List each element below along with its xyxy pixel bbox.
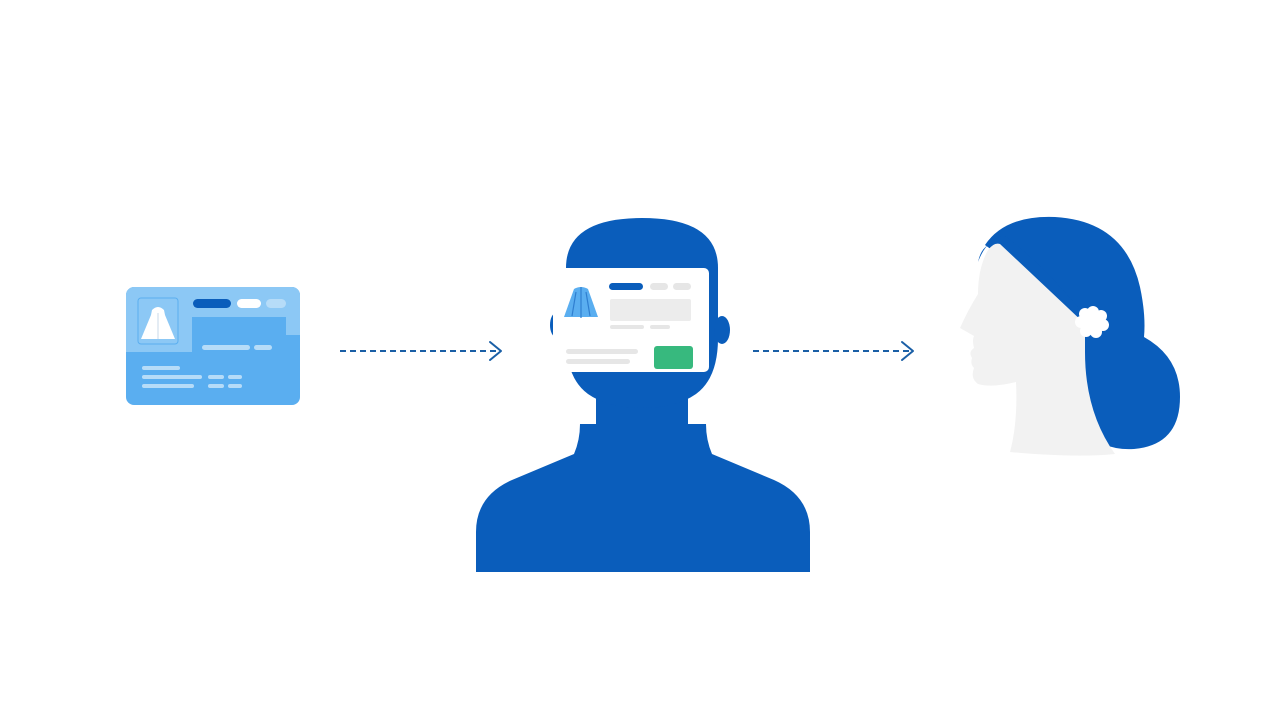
- person-body: [476, 424, 810, 572]
- woman-profile-icon: [960, 216, 1180, 456]
- flower-icon: [1075, 306, 1109, 338]
- person-ear: [714, 316, 730, 344]
- screen-buy-button: [654, 346, 693, 369]
- screen-title-bar: [609, 283, 643, 290]
- woman-face: [960, 243, 1115, 456]
- card-title-bar: [193, 299, 231, 308]
- arrow-head-icon: [489, 341, 502, 361]
- person-with-screen-icon: [476, 218, 810, 572]
- arrow-head-icon: [901, 341, 914, 361]
- card-tag-pill: [237, 299, 261, 308]
- arrow-card-to-person: [340, 341, 502, 361]
- product-card-icon: [126, 287, 300, 405]
- screen-content-block: [610, 299, 691, 321]
- arrow-person-to-woman: [753, 341, 914, 361]
